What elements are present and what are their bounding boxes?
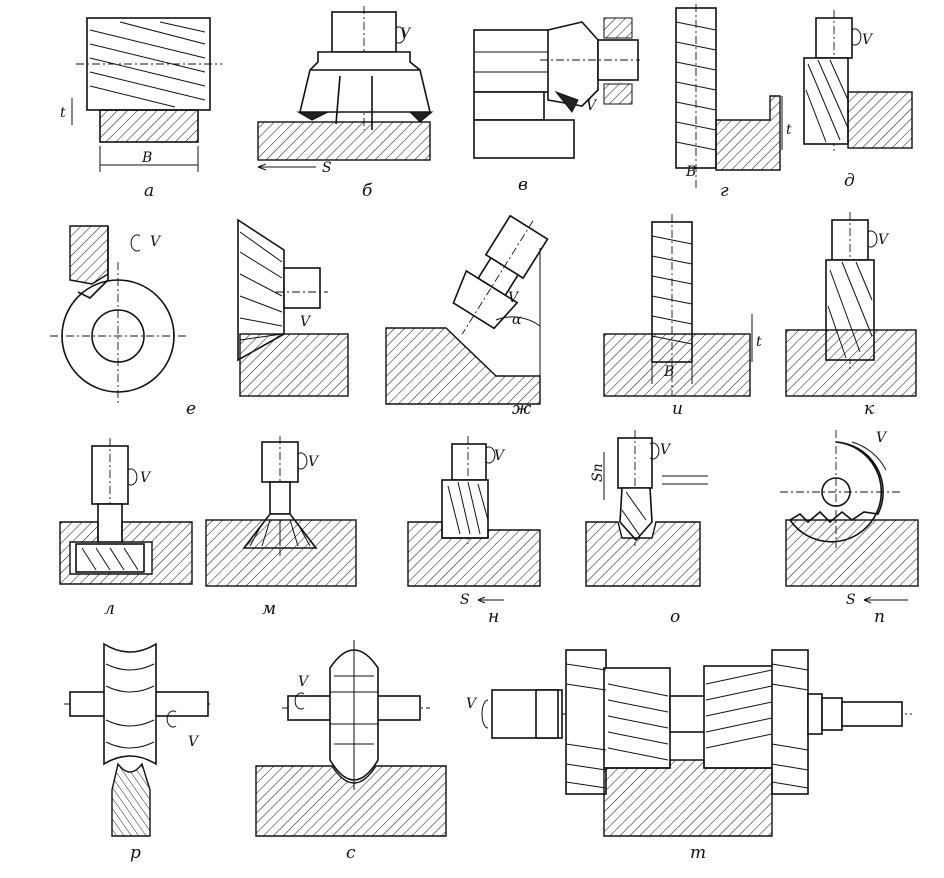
face-mill-body	[298, 51, 432, 113]
figure-i: B t и	[603, 214, 762, 419]
figure-k: V к	[785, 212, 917, 419]
svg-text:V: V	[188, 734, 200, 750]
caption-p: п	[874, 607, 885, 627]
svg-text:V: V	[586, 98, 598, 114]
figure-p: V S п	[780, 430, 919, 627]
t-slot-cutter-neck	[97, 503, 123, 543]
workpiece	[603, 333, 751, 397]
figure-r: V р	[64, 642, 210, 863]
svg-text:V: V	[494, 448, 506, 464]
figure-e: V е	[50, 225, 196, 419]
figure-zh: α V ж	[385, 214, 549, 419]
figure-n: V S н	[407, 436, 541, 627]
caption-d: д	[844, 171, 855, 191]
workpiece	[585, 521, 701, 587]
svg-text:S: S	[322, 160, 332, 176]
inclined-end-mill	[452, 269, 519, 330]
gang-cutter-right	[771, 649, 809, 795]
caption-g: г	[720, 181, 729, 201]
svg-text:V: V	[400, 26, 412, 42]
figure-m: V м	[205, 436, 357, 619]
figure-angle-face-mill: V	[237, 218, 349, 397]
svg-text:S: S	[460, 592, 470, 608]
svg-text:V: V	[878, 232, 890, 248]
caption-k: к	[864, 399, 875, 419]
workpiece	[785, 329, 917, 397]
svg-text:V: V	[140, 470, 152, 486]
workpiece	[69, 225, 109, 285]
end-mill	[441, 479, 489, 539]
svg-text:α: α	[512, 312, 522, 328]
svg-text:V: V	[298, 674, 310, 690]
figure-t: V т	[466, 649, 912, 863]
figure-l: V л	[59, 438, 193, 619]
caption-l: л	[104, 599, 115, 619]
workpiece	[255, 765, 447, 837]
workpiece	[239, 333, 349, 397]
figure-d: V д	[803, 10, 913, 191]
depth-symbol: t	[60, 105, 66, 121]
svg-text:B: B	[685, 164, 696, 180]
workpiece	[59, 521, 193, 585]
concave-form-cutter	[103, 642, 157, 766]
cutter-helical-teeth	[89, 21, 206, 108]
workpiece	[847, 91, 913, 149]
workpiece	[715, 95, 781, 171]
caption-b: б	[362, 181, 373, 201]
end-mill	[547, 21, 599, 107]
gang-cutter-left	[565, 649, 607, 795]
caption-i: и	[672, 399, 683, 419]
workpiece	[111, 762, 151, 837]
svg-text:S: S	[846, 592, 856, 608]
svg-text:V: V	[300, 314, 312, 330]
workpiece	[473, 91, 545, 121]
svg-text:V: V	[862, 32, 874, 48]
figure-a: B t a	[60, 17, 222, 201]
figure-o: V Sп о	[585, 430, 708, 627]
workpiece	[785, 519, 919, 587]
svg-text:B: B	[663, 364, 674, 380]
workpiece	[407, 521, 541, 587]
svg-text:V: V	[466, 696, 478, 712]
slot-drill	[619, 487, 653, 542]
svg-text:t: t	[756, 334, 762, 350]
figure-g: t B г	[675, 4, 792, 201]
caption-zh: ж	[512, 399, 532, 419]
svg-text:V: V	[508, 290, 520, 306]
workpiece	[603, 759, 773, 837]
figure-b: V S б	[257, 6, 434, 201]
svg-text:Sп: Sп	[590, 463, 606, 482]
caption-a: a	[144, 181, 154, 201]
gang-cutter-center-left	[603, 667, 671, 769]
svg-text:V: V	[150, 234, 162, 250]
figure-s: V с	[255, 640, 447, 863]
caption-o: о	[670, 607, 680, 627]
gang-cutter-center-right	[703, 665, 775, 769]
caption-r: р	[130, 843, 141, 863]
workpiece	[385, 327, 541, 405]
caption-v: в	[518, 175, 528, 195]
caption-n: н	[488, 607, 499, 627]
svg-text:V: V	[308, 454, 320, 470]
figure-v: V в	[473, 17, 640, 195]
workpiece	[205, 519, 357, 587]
svg-text:V: V	[660, 442, 672, 458]
workpiece	[99, 109, 199, 143]
svg-text:t: t	[786, 122, 792, 138]
caption-e: е	[186, 399, 196, 419]
svg-text:V: V	[876, 430, 888, 446]
caption-s: с	[346, 843, 356, 863]
caption-m: м	[262, 599, 276, 619]
caption-t: т	[690, 843, 706, 863]
workpiece	[257, 121, 431, 161]
width-symbol: B	[141, 150, 152, 166]
